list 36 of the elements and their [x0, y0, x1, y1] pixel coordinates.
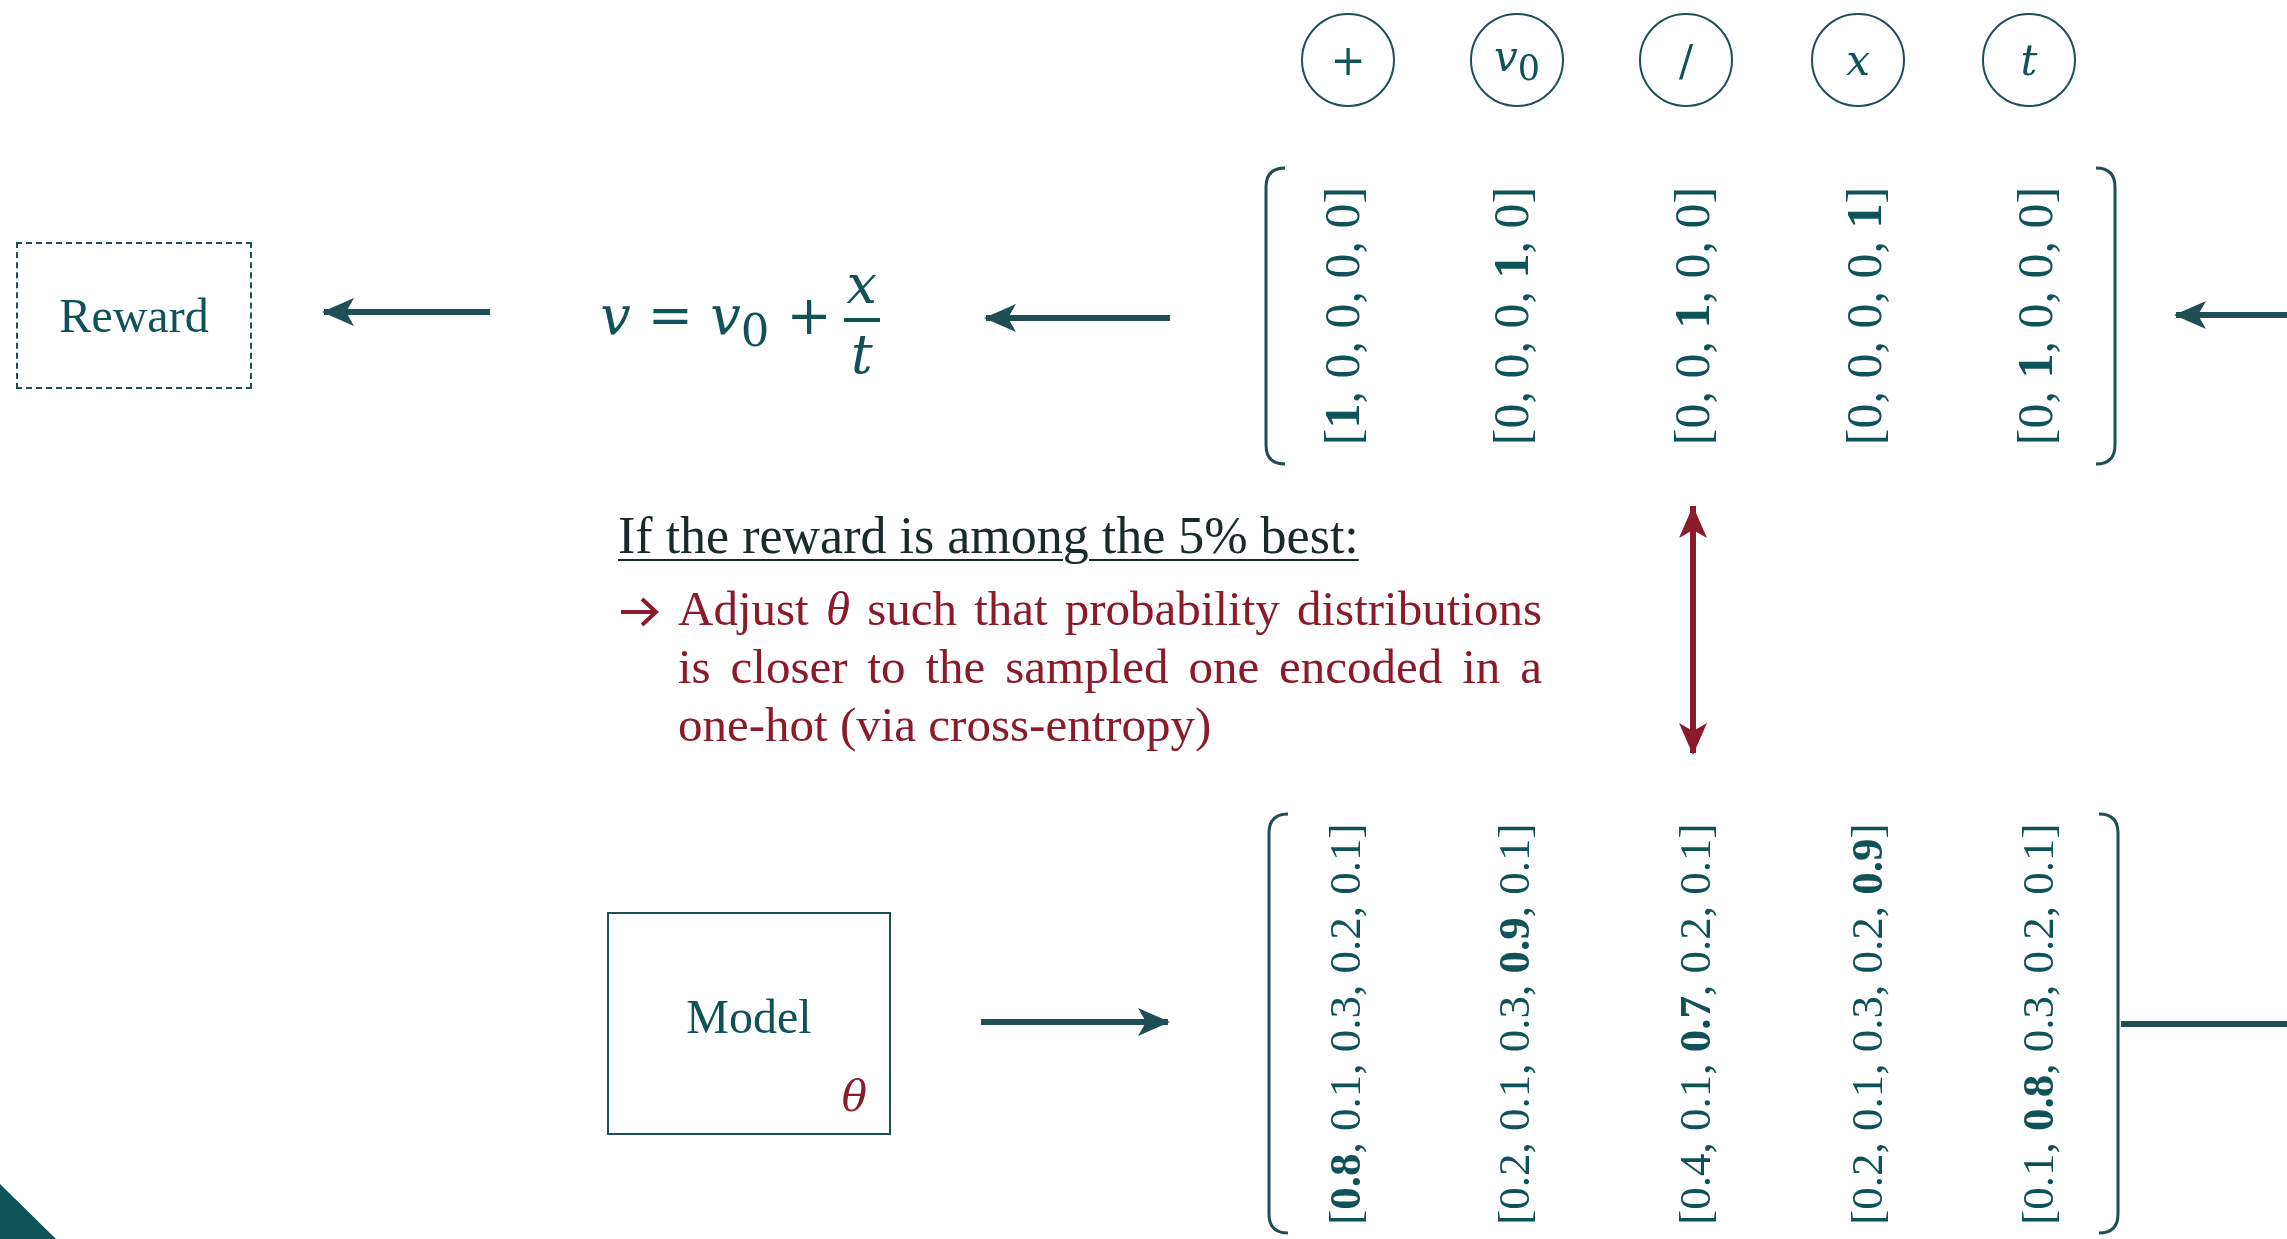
instruction-text: Adjust θ such that probability distributions is closer to the sampled one encoded in a one-hot (via cross-entropy)	[678, 580, 1542, 754]
box-label: Model	[685, 989, 813, 1044]
token-circle	[1639, 13, 1733, 107]
vector-text: [0, 1, 0, 0, 0]	[2010, 186, 2060, 446]
condition-heading: If the reward is among the 5% best:	[618, 506, 1359, 565]
arrow	[322, 298, 490, 326]
box-label: Reward	[59, 288, 209, 343]
vector-text: [0.2, 0.1, 0.3, 0.9, 0.1]	[1491, 822, 1537, 1225]
formula-text: v = v$_{0}$ +	[600, 283, 832, 357]
token-circle	[1982, 13, 2076, 107]
vector-text: [0, 0, 0, 0, 1]	[1839, 186, 1889, 446]
vector-text: [0.8, 0.1, 0.3, 0.2, 0.1]	[1322, 822, 1368, 1225]
connector-line	[2121, 1021, 2287, 1027]
arrow	[1679, 506, 1707, 755]
vector-text: [0, 0, 0, 1, 0]	[1486, 186, 1536, 446]
token-circle	[1301, 13, 1395, 107]
token-circle	[1811, 13, 1905, 107]
parameter-symbol: θ	[841, 1072, 867, 1121]
token-symbol: v$_{0}$	[1494, 31, 1540, 89]
model-box	[607, 912, 891, 1135]
vector-text: [0.2, 0.1, 0.3, 0.2, 0.9]	[1844, 822, 1890, 1225]
arrow	[984, 304, 1170, 332]
fraction-numerator: x	[846, 258, 878, 312]
vector-text: [0.1, 0.8, 0.3, 0.2, 0.1]	[2015, 822, 2061, 1225]
vector-text: [1, 0, 0, 0, 0]	[1317, 186, 1367, 446]
arrow	[981, 1008, 1170, 1036]
token-symbol: x	[1846, 35, 1870, 85]
vector-text: [0.4, 0.1, 0.7, 0.2, 0.1]	[1672, 822, 1718, 1225]
reward-box	[16, 242, 252, 389]
arrow	[2174, 301, 2287, 329]
fraction-denominator: t	[850, 328, 873, 382]
token-symbol: t	[2020, 35, 2038, 85]
token-symbol: /	[1678, 35, 1694, 85]
vector-text: [0, 0, 1, 0, 0]	[1667, 186, 1717, 446]
token-circle	[1470, 13, 1564, 107]
token-symbol: +	[1330, 35, 1366, 85]
